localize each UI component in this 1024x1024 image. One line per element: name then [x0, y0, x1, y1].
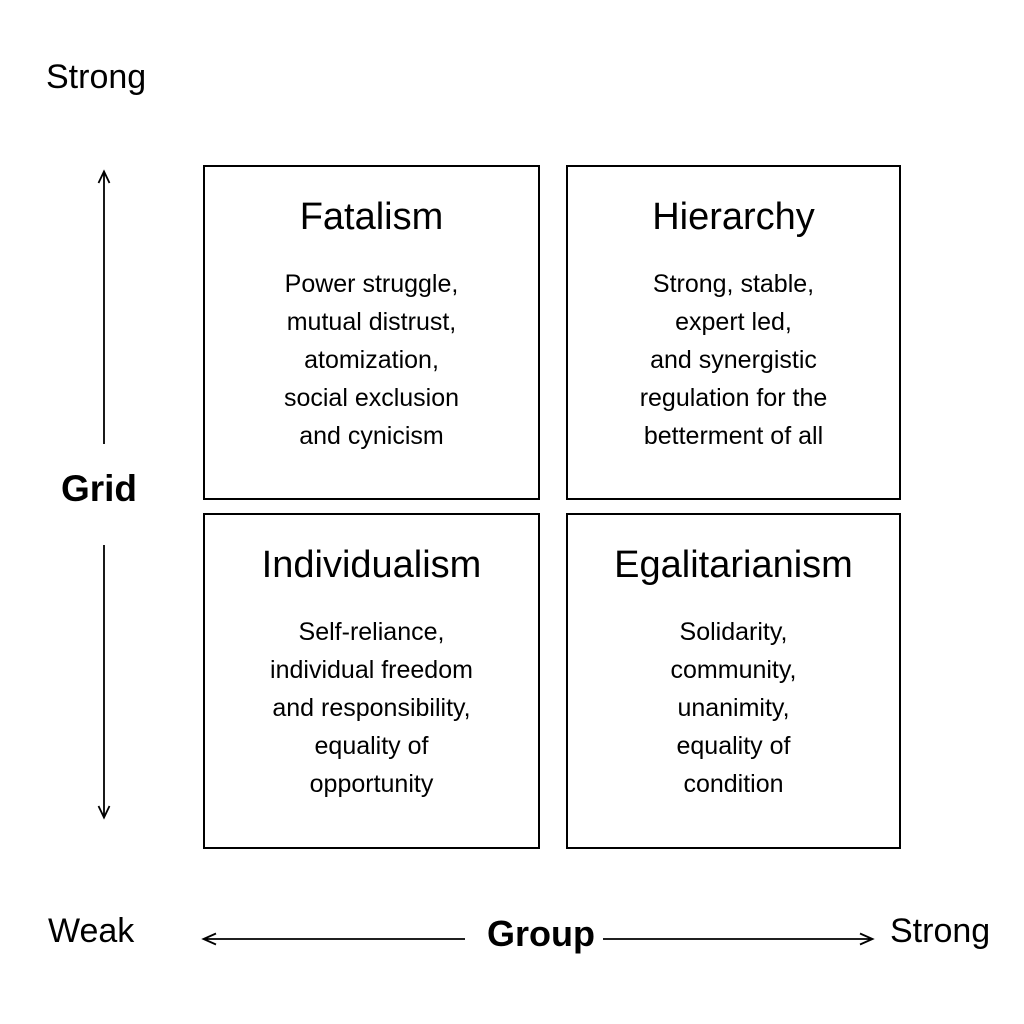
group-axis-right-arrow-icon: [603, 932, 875, 946]
quadrant-description: Strong, stable, expert led, and synergis…: [639, 270, 828, 450]
vertical-axis-strong-label: Strong: [46, 58, 147, 96]
quadrant-description: Solidarity, community, unanimity, equali…: [670, 618, 797, 798]
group-axis-left-arrow-icon: [201, 932, 465, 946]
grid-axis-up-arrow-icon: [97, 169, 111, 444]
quadrant-fatalism: Fatalism Power struggle, mutual distrust…: [203, 165, 540, 500]
quadrant-title: Individualism: [261, 544, 482, 586]
quadrant-description: Power struggle, mutual distrust, atomiza…: [283, 270, 460, 450]
horizontal-axis-strong-label: Strong: [890, 912, 991, 950]
quadrant-title: Fatalism: [299, 196, 444, 238]
quadrant-hierarchy: Hierarchy Strong, stable, expert led, an…: [566, 165, 901, 500]
quadrant-title: Hierarchy: [652, 196, 815, 238]
horizontal-axis-title: Group: [487, 913, 595, 954]
quadrant-title: Egalitarianism: [614, 544, 853, 586]
vertical-axis-title: Grid: [60, 468, 138, 509]
quadrant-individualism: Individualism Self-reliance, individual …: [203, 513, 540, 849]
quadrant-description: Self-reliance, individual freedom and re…: [270, 618, 473, 798]
grid-axis-down-arrow-icon: [97, 545, 111, 820]
horizontal-axis-weak-label: Weak: [48, 912, 135, 950]
quadrant-egalitarianism: Egalitarianism Solidarity, community, un…: [566, 513, 901, 849]
